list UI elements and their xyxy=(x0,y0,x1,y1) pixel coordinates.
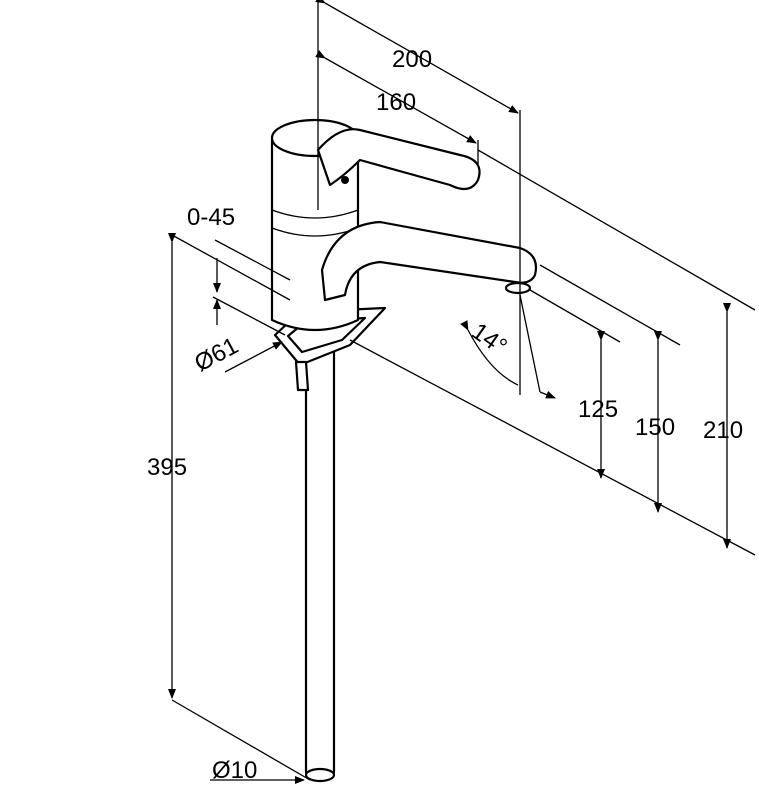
dim-125-label: 125 xyxy=(578,396,618,423)
dim-150-label: 150 xyxy=(635,414,675,441)
dim-0-45-label: 0-45 xyxy=(187,204,235,231)
pipe-end xyxy=(304,767,336,783)
faucet-body xyxy=(270,118,538,783)
body-ring xyxy=(271,209,359,219)
dim-395-label: 395 xyxy=(147,454,187,481)
dim-210-label: 210 xyxy=(703,417,743,444)
dim-diameter-10-label: Ø10 xyxy=(212,757,257,784)
spout xyxy=(320,220,538,302)
supply-pipe xyxy=(304,343,336,777)
dim-diameter-61-label: Ø61 xyxy=(190,332,243,377)
fixing-nut xyxy=(294,360,310,392)
dim-160-label: 160 xyxy=(376,89,416,116)
dim-200-label: 200 xyxy=(392,46,432,73)
dim-14-degree-label: 14° xyxy=(467,318,512,361)
dimension-lines xyxy=(168,0,756,784)
lever-indicator xyxy=(341,176,349,184)
spout-aerator xyxy=(504,281,532,295)
